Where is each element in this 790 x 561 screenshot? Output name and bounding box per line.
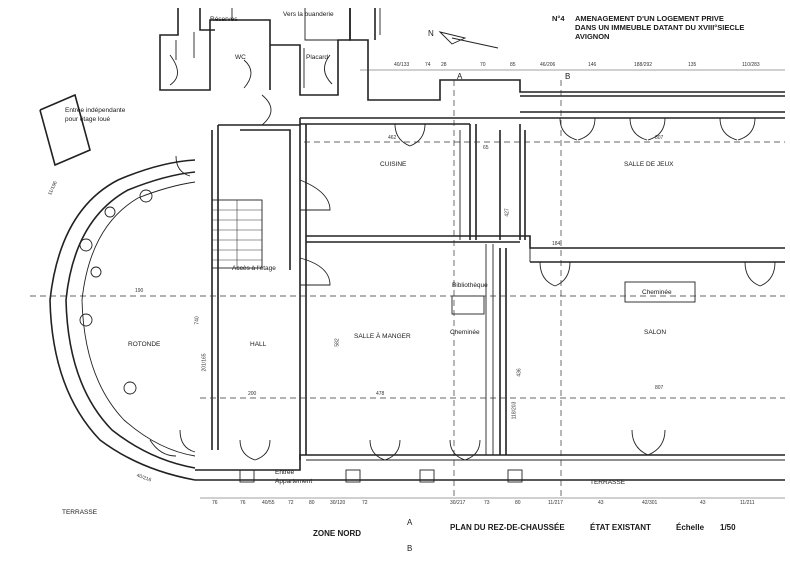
dim-top-4: 85 (510, 62, 516, 68)
dim-top-2: 28 (441, 62, 447, 68)
dim-436: 436 (516, 368, 523, 377)
dim-top-7: 188/292 (634, 62, 653, 68)
dim-bottom-1: 76 (240, 500, 246, 506)
dim-top-0: 40/133 (394, 62, 410, 68)
footer-state: ÉTAT EXISTANT (590, 523, 651, 532)
north-arrow-icon (438, 31, 499, 49)
label-cheminee-salon: Cheminée (642, 289, 672, 296)
dim-top-8: 135 (688, 62, 697, 68)
dim-807-top: 807 (655, 135, 664, 141)
dim-bottom-2: 40/55 (262, 500, 275, 506)
dim-bottom-9: 80 (515, 500, 521, 506)
dim-top-5: 46/206 (540, 62, 556, 68)
label-terrasse-left: TERRASSE (62, 509, 98, 516)
dim-top-6: 146 (588, 62, 597, 68)
section-a-bottom: A (407, 518, 413, 527)
dim-bottom-5: 30/120 (330, 500, 346, 506)
north-label: N (428, 29, 434, 38)
label-entree-independante-1: Entrée indépendante (65, 107, 126, 114)
label-placard: Placard (306, 54, 329, 61)
dim-bottom-8: 73 (484, 500, 490, 506)
dim-cuisine-width: 462 (388, 135, 397, 141)
dim-807-bottom: 807 (655, 385, 664, 391)
top-wall (300, 8, 785, 125)
project-number: N°4 (552, 14, 565, 23)
dim-hall-height: 201/165 (201, 353, 208, 372)
dim-65: 65 (483, 145, 489, 151)
label-entree-independante-2: pour étage loué (65, 116, 111, 123)
section-a-top: A (457, 72, 463, 81)
section-b-top: B (565, 72, 571, 81)
label-entree-appartement-2: Appartement (275, 478, 313, 485)
project-title-line3: AVIGNON (575, 32, 610, 41)
footer-zone: ZONE NORD (313, 529, 361, 538)
dim-rotonde-span: 190 (135, 288, 144, 294)
label-salon: SALON (644, 329, 667, 336)
dim-top-1: 74 (425, 62, 431, 68)
dim-478: 478 (376, 391, 385, 397)
dim-bottom-10: 11/217 (548, 500, 563, 506)
label-entree-appartement-1: Entrée (275, 469, 295, 476)
label-salle-a-manger: SALLE À MANGER (354, 333, 411, 340)
dim-top-3: 70 (480, 62, 486, 68)
label-buanderie: Vers la buanderie (283, 11, 334, 18)
hall-walls (211, 94, 331, 450)
section-b-bottom: B (407, 544, 413, 553)
dim-top-9: 110/283 (742, 62, 760, 68)
dim-200: 200 (248, 391, 257, 397)
dim-bottom-4: 80 (309, 500, 315, 506)
label-salle-de-jeux: SALLE DE JEUX (624, 161, 674, 168)
label-wc: WC (235, 54, 246, 61)
dim-bottom-11: 43 (598, 500, 604, 506)
axis-lines (30, 69, 785, 500)
dim-427: 427 (504, 208, 511, 217)
service-walls (159, 8, 351, 96)
label-terrasse-right: TERRASSE (590, 479, 626, 486)
project-title-line2: DANS UN IMMEUBLE DATANT DU XVIII°SIECLE (575, 23, 745, 32)
dim-bottom-12: 42/301 (642, 500, 658, 506)
label-acces-etage: Accès à l'étage (232, 265, 276, 272)
footer-scale-label: Échelle (676, 523, 705, 532)
label-rotonde: ROTONDE (128, 341, 161, 348)
bottom-wall (195, 429, 785, 483)
label-reserves: Réserves (210, 16, 238, 23)
dim-room-depth: 740 (194, 316, 201, 325)
dim-bottom-7: 30/217 (450, 500, 466, 506)
label-cuisine: CUISINE (380, 161, 407, 168)
footer-scale-value: 1/50 (720, 523, 736, 532)
label-hall: HALL (250, 341, 267, 348)
partitions (299, 118, 785, 460)
label-bibliotheque: Bibliothèque (452, 282, 488, 289)
dim-bottom-13: 43 (700, 500, 706, 506)
dim-bottom-14: 11/211 (740, 500, 755, 506)
project-title-line1: AMENAGEMENT D'UN LOGEMENT PRIVE (575, 14, 724, 23)
top-windows (394, 117, 756, 147)
rotonde-walls (39, 93, 196, 481)
footer-plan: PLAN DU REZ-DE-CHAUSSÉE (450, 523, 565, 532)
dim-184: 184 (552, 241, 561, 247)
dim-dining-height: 582 (334, 338, 341, 347)
label-cheminee: Cheminée (450, 329, 480, 336)
dim-203: 118/203 (511, 401, 518, 420)
dim-bottom-0: 76 (212, 500, 218, 506)
dim-bottom-3: 72 (288, 500, 294, 506)
dim-bottom-6: 72 (362, 500, 368, 506)
